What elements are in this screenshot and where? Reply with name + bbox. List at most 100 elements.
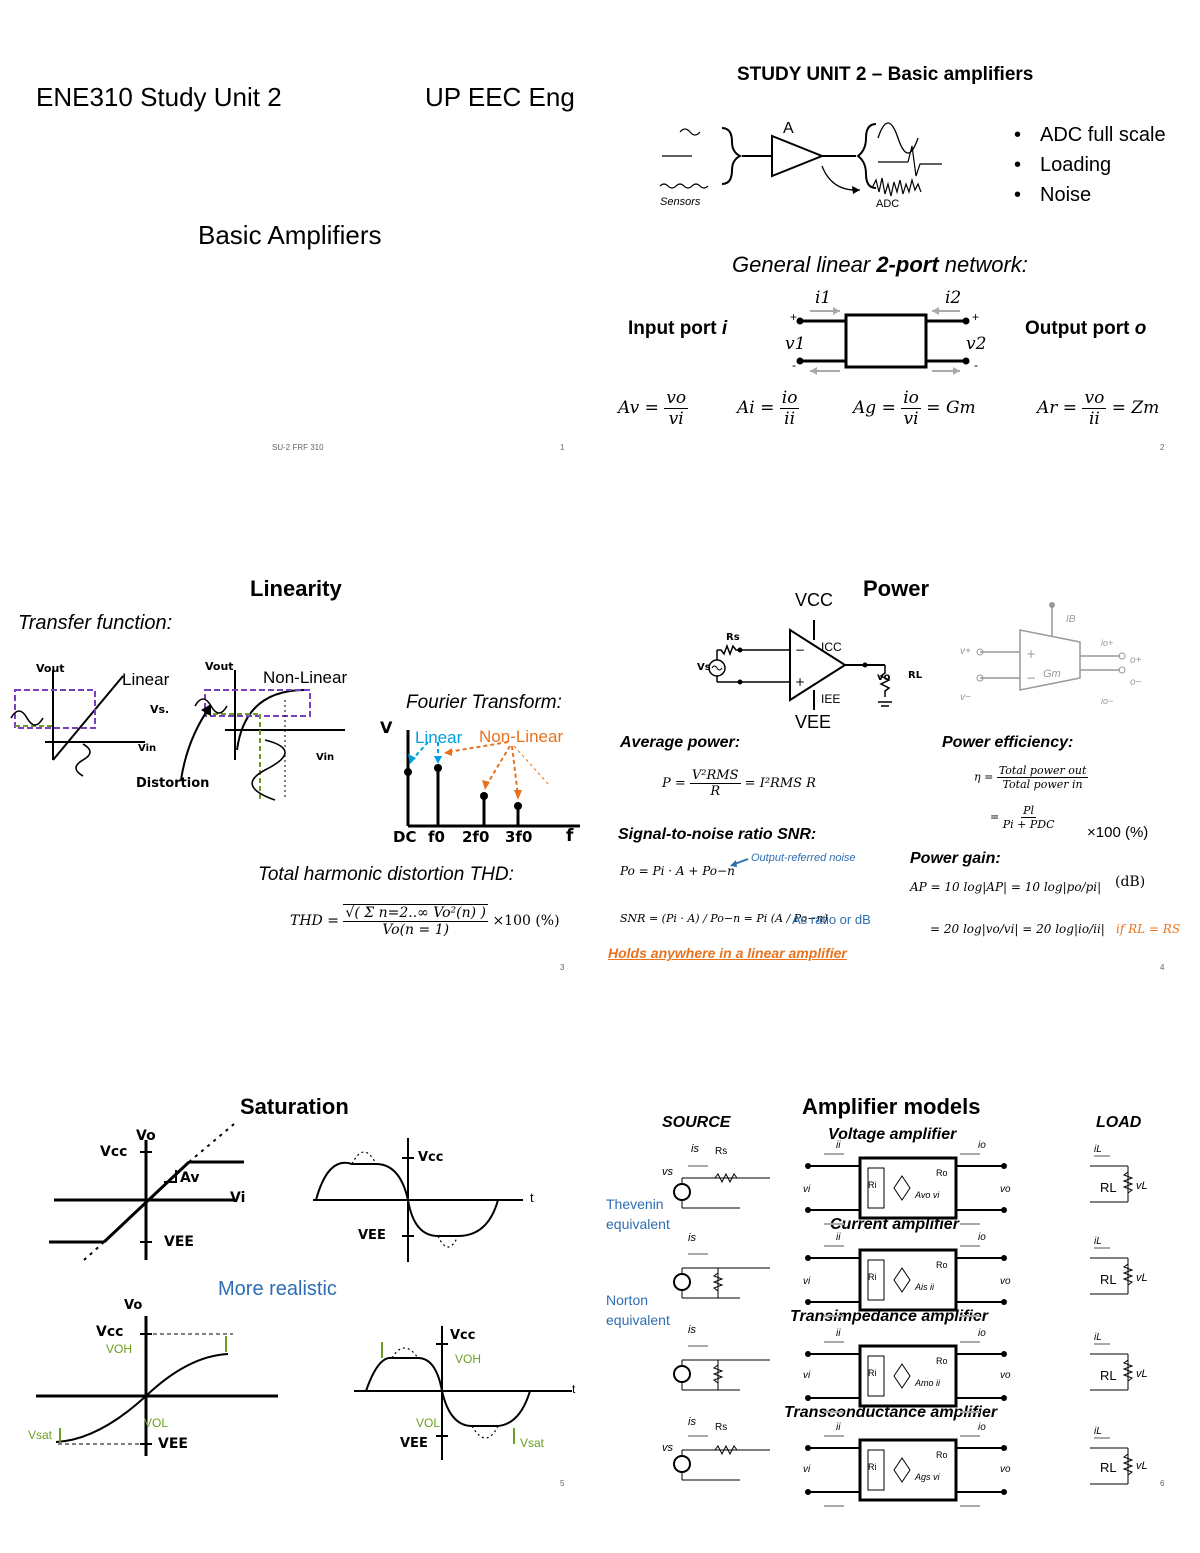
minus-sign: -	[974, 358, 978, 372]
ii-label: ii	[836, 1232, 841, 1243]
page-number: 4	[1160, 963, 1165, 972]
vee-label: VEE	[400, 1436, 428, 1451]
slide-3: Linearity Transfer function: Vout Vout L…	[0, 520, 600, 1010]
vin-label: Vin	[138, 743, 157, 754]
vs-label: Vs.	[150, 703, 170, 716]
io-minus-label: io−	[1101, 696, 1114, 706]
slide-title: Saturation	[240, 1094, 349, 1119]
io-label: io	[978, 1328, 986, 1339]
ft-tick-3f0: 3f0	[505, 828, 533, 846]
vo-label: vo	[1000, 1370, 1011, 1381]
adc-label: ADC	[876, 198, 900, 210]
v2-label: v2	[966, 334, 987, 354]
ii-label: ii	[836, 1328, 841, 1339]
voh-label: VOH	[106, 1342, 133, 1356]
input-port-label: Input port i	[628, 318, 728, 339]
i1-label: i1	[815, 288, 832, 308]
t-label: t	[530, 1190, 534, 1205]
fourier-spectrum-sketch	[404, 730, 580, 828]
load-heading: LOAD	[1096, 1114, 1142, 1131]
ft-nonlinear-label: Non-Linear	[479, 727, 564, 746]
slide-title: STUDY UNIT 2 – Basic amplifiers	[737, 64, 1034, 85]
is-label: is	[688, 1324, 696, 1336]
il-label: iL	[1094, 1332, 1102, 1343]
vplus-label: v+	[960, 646, 971, 657]
output-port-label: Output port o	[1025, 318, 1147, 339]
snr-heading: Signal-to-noise ratio SNR:	[618, 826, 817, 843]
bullet-item: Noise	[1014, 180, 1166, 210]
vo-label: vo	[1000, 1184, 1011, 1195]
io-label: io	[978, 1140, 986, 1151]
ft-linear-label: Linear	[415, 728, 463, 747]
ideal-saturation-time	[313, 1138, 523, 1262]
source-heading: SOURCE	[662, 1114, 731, 1131]
slide-6: Amplifier models SOURCE LOAD	[600, 1040, 1200, 1530]
sensors-label: Sensors	[660, 196, 701, 208]
slide-title: Amplifier models	[802, 1094, 981, 1119]
model-title-voltage: Voltage amplifier	[828, 1126, 957, 1143]
vo-label: vo	[1000, 1276, 1011, 1287]
il-label: iL	[1094, 1236, 1102, 1247]
thevenin-source-2	[673, 1435, 770, 1481]
norton-label-2: equivalent	[606, 1312, 670, 1328]
norton-label: Norton	[606, 1292, 649, 1308]
snr-equation: SNR = (Pi · A) / Po−n = Pi (A / Po−n)	[620, 912, 828, 925]
vl-label: vL	[1136, 1180, 1148, 1192]
po-equation: Po = Pi · A + Po−n	[620, 864, 735, 878]
vee-label: VEE	[164, 1234, 194, 1250]
vee-label: VEE	[795, 712, 832, 732]
more-realistic-label: More realistic	[218, 1278, 337, 1300]
thevenin-label-2: equivalent	[606, 1216, 670, 1232]
vee-label: VEE	[158, 1436, 188, 1452]
vs-label: vs	[662, 1166, 673, 1178]
as-ratio-note: As ratio or dB	[792, 912, 871, 927]
rl-label: RL	[1100, 1272, 1117, 1287]
norton-source-2	[673, 1345, 770, 1391]
svg-text:+: +	[795, 675, 805, 689]
rl-label: RL	[1100, 1460, 1117, 1475]
bullet-item: ADC full scale	[1014, 120, 1166, 150]
rs-label: Rs	[715, 1422, 728, 1433]
opamp-circuit: − +	[708, 620, 892, 710]
i2-label: i2	[945, 288, 962, 308]
rl-label: RL	[1100, 1180, 1117, 1195]
amplifier-model-blocks	[805, 1153, 1007, 1507]
output-referred-note: Output-referred noise	[751, 852, 856, 864]
vsat-label: Vsat	[28, 1428, 53, 1442]
slide-title: Power	[863, 576, 930, 601]
vo-label: vo	[1000, 1464, 1011, 1475]
norton-source	[673, 1253, 770, 1299]
vcc-label: Vcc	[100, 1144, 128, 1160]
distortion-label: Distortion	[136, 776, 210, 791]
power-gain-eq: AP = 10 log|AP| = 10 log|po/pi|	[910, 880, 1102, 894]
ft-tick-f0: f0	[428, 828, 445, 846]
vi-label: Vi	[230, 1190, 246, 1206]
il-label: iL	[1094, 1426, 1102, 1437]
vout-label: Vout	[205, 660, 234, 673]
rl-label: RL	[1100, 1368, 1117, 1383]
vs-label: Vs	[697, 662, 711, 673]
realistic-saturation-transfer	[36, 1316, 278, 1456]
ominus-label: o−	[1130, 677, 1142, 688]
page-number: 5	[560, 1479, 565, 1488]
ideal-saturation-transfer	[49, 1123, 244, 1261]
course-code: ENE310 Study Unit 2	[36, 82, 282, 112]
vee-label: VEE	[358, 1228, 386, 1243]
ri-label: Ri	[868, 1180, 877, 1190]
gain-label-transimpedance: Amo ii	[915, 1378, 941, 1388]
vcc-label: Vcc	[418, 1150, 444, 1165]
model-title-current: Current amplifier	[830, 1216, 959, 1233]
ib-label: IB	[1066, 614, 1076, 625]
avg-power-heading: Average power:	[620, 734, 741, 751]
plus-sign: +	[972, 310, 980, 324]
ro-label: Ro	[936, 1168, 948, 1178]
ri-label: Ri	[868, 1462, 877, 1472]
plus-sign: +	[790, 310, 798, 324]
ro-label: Ro	[936, 1260, 948, 1270]
bullet-list: ADC full scale Loading Noise	[1014, 120, 1166, 210]
vo-label: Vo	[136, 1128, 156, 1144]
page-number: 3	[560, 963, 565, 972]
